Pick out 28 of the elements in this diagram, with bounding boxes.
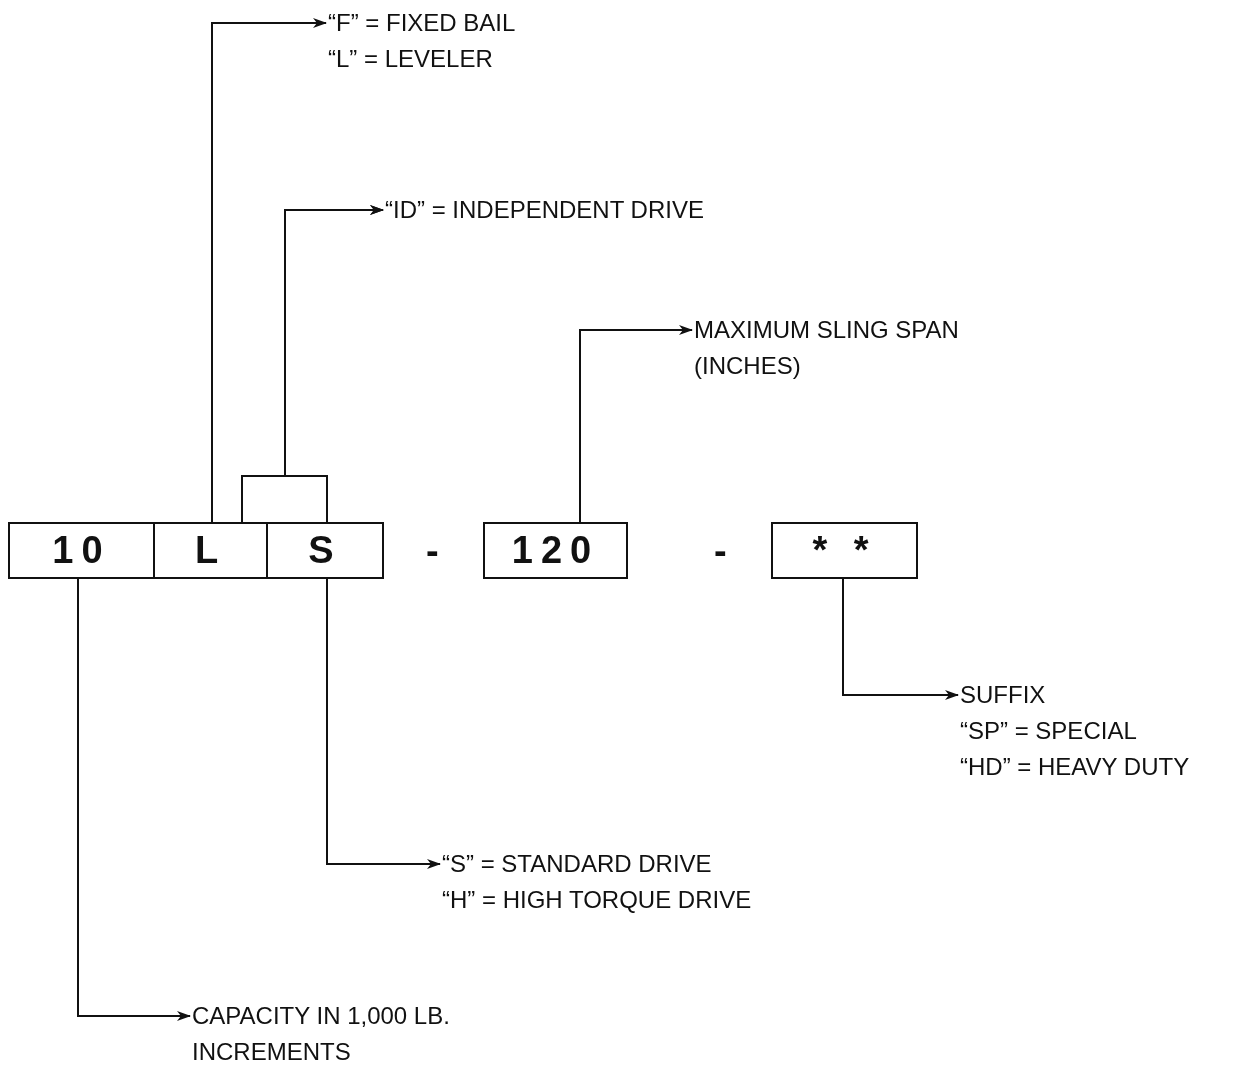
code-character: 120 (511, 529, 600, 572)
code-box (483, 522, 628, 579)
code-description: “SP” = SPECIAL (960, 716, 1138, 746)
code-description: CAPACITY IN 1,000 LB. INCREMENTS (192, 1001, 451, 1067)
code-character: 10 (52, 529, 111, 572)
code-description: “L” = LEVELER (328, 44, 494, 74)
code-box (8, 522, 155, 579)
code-description: “HD” = HEAVY DUTY (960, 752, 1191, 782)
code-box (266, 522, 384, 579)
arrow (211, 18, 327, 523)
code-description: “S” = STANDARD DRIVE (442, 849, 713, 879)
code-box (771, 522, 918, 579)
code-description: MAXIMUM SLING SPAN (INCHES) (694, 315, 960, 381)
code-character: S (308, 529, 342, 572)
code-box (153, 522, 268, 579)
arrow (284, 205, 384, 523)
arrow (579, 325, 693, 523)
arrow (77, 578, 191, 1021)
separator-dash: - (426, 532, 439, 570)
code-character: * * (812, 529, 877, 572)
arrow (326, 578, 441, 869)
code-description: “H” = HIGH TORQUE DRIVE (442, 885, 753, 915)
separator-dash: - (714, 532, 727, 570)
code-description: “F” = FIXED BAIL (328, 8, 517, 38)
code-character: L (194, 529, 227, 572)
code-description: SUFFIX (960, 680, 1047, 710)
code-description: “ID” = INDEPENDENT DRIVE (385, 195, 705, 225)
arrow (842, 578, 959, 700)
